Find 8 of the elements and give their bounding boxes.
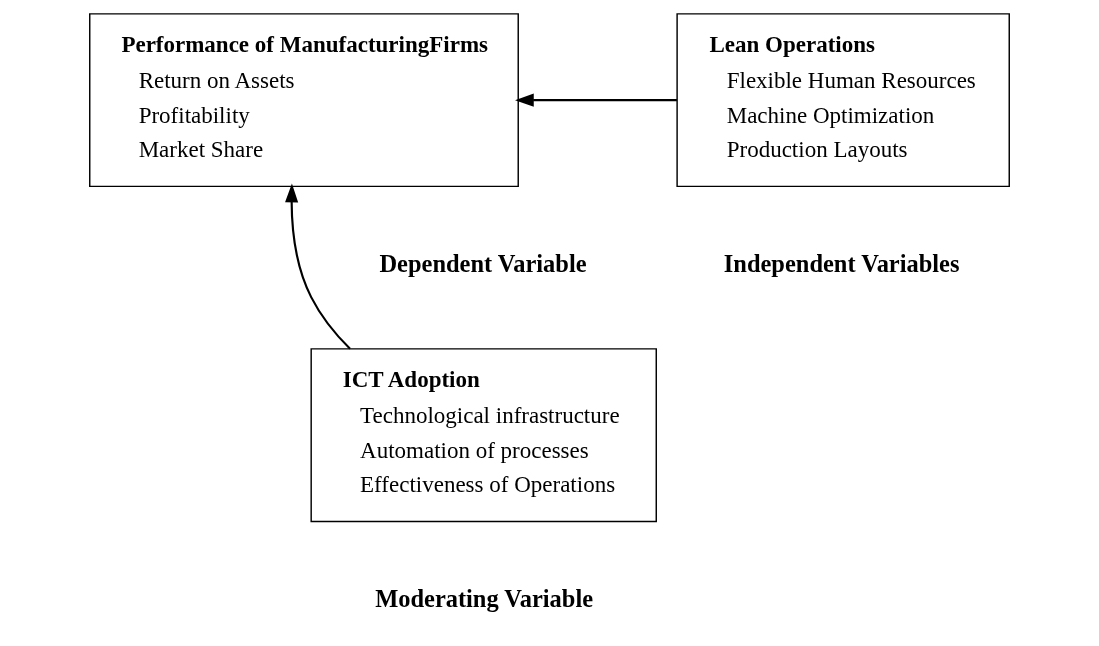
node-box: Lean Operations Flexible Human Resources Machine Optimization Production Layouts [676,13,1010,188]
node-box: ICT Adoption Technological infrastructure Automation of processes Effectiveness of Operations [310,348,657,523]
label: Independent Variables [723,250,960,278]
node-box: Performance of ManufacturingFirms Return on Assets Profitability Market Share [89,13,519,188]
label: Dependent Variable [379,250,587,278]
arrow [515,93,677,107]
arrow [285,183,351,350]
label: Moderating Variable [375,585,594,613]
